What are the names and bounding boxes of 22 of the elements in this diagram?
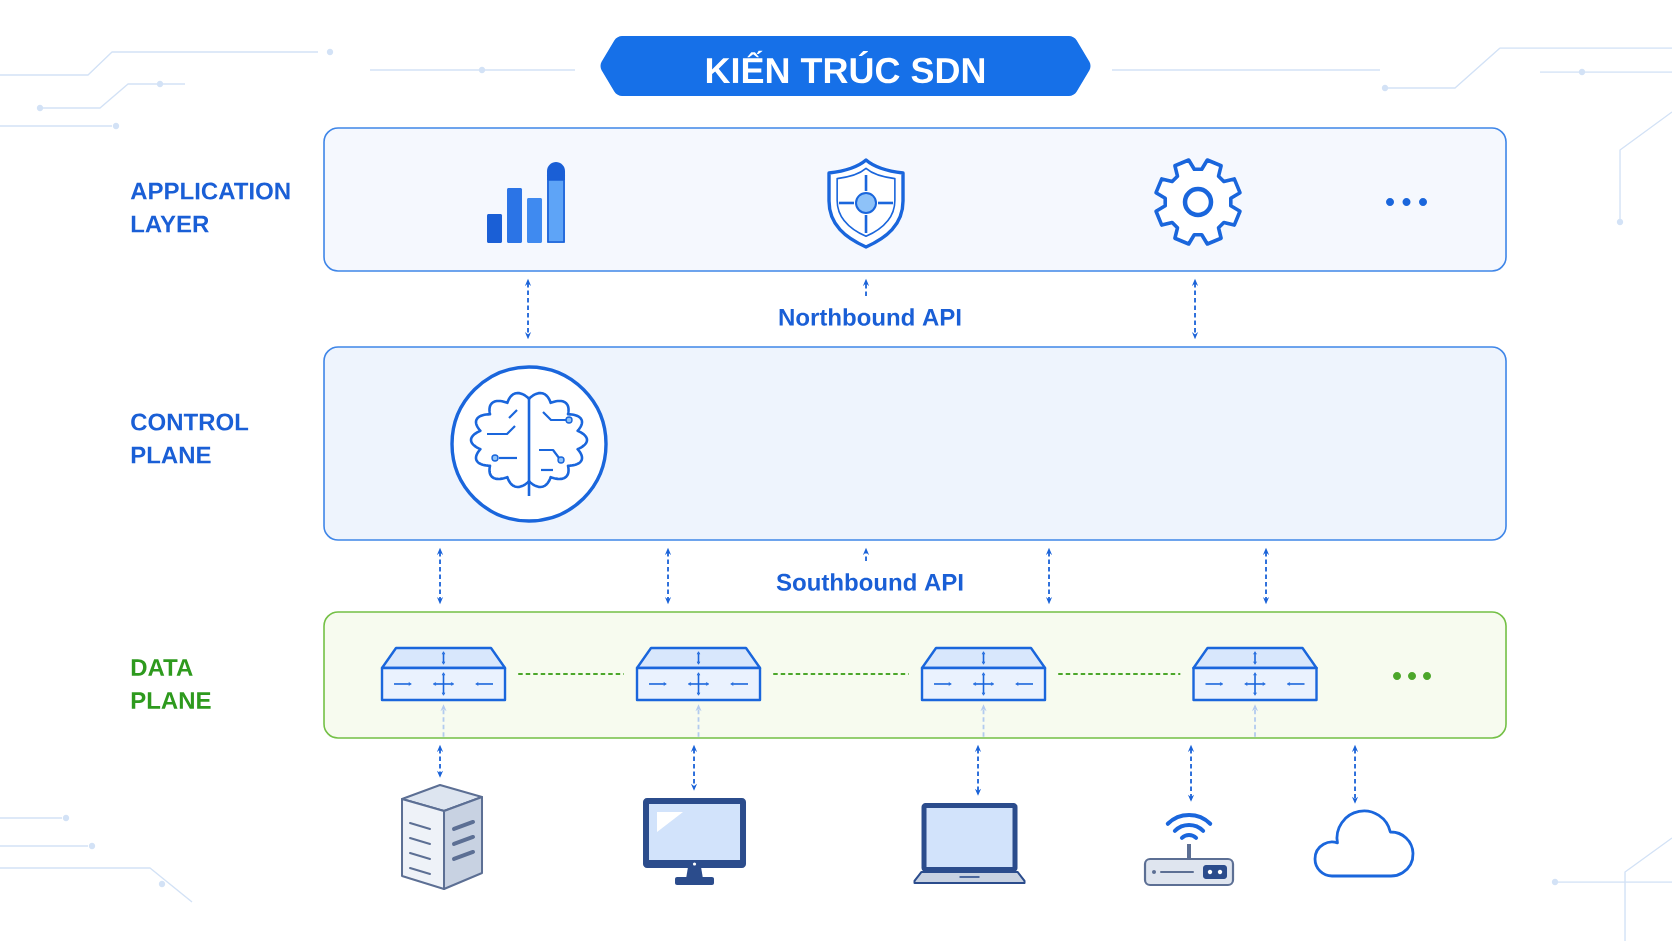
network-switch-icon <box>380 646 507 702</box>
network-switch-icon <box>1192 646 1318 702</box>
network-switch-icon <box>920 646 1047 702</box>
dashed-line <box>517 673 625 675</box>
wifi-router-icon <box>1143 813 1235 887</box>
brain-icon <box>450 365 608 523</box>
bar-chart-icon <box>487 162 565 243</box>
dashed-line <box>1057 673 1182 675</box>
api-label: Northbound API <box>779 308 961 326</box>
gear-icon <box>1154 158 1242 246</box>
network-switch-icon <box>635 646 762 702</box>
cloud-icon <box>1313 809 1415 878</box>
dashed-line <box>772 673 910 675</box>
api-label: Southbound API <box>776 573 963 591</box>
laptop-icon <box>913 803 1026 884</box>
monitor-icon <box>643 798 746 885</box>
server-icon <box>401 784 483 890</box>
shield-icon <box>827 158 905 249</box>
title-banner: KIẾN TRÚC SDN <box>600 36 1091 96</box>
layer-heading: APPLICATION LAYER <box>130 182 290 233</box>
layer-heading: CONTROL PLANE <box>131 413 249 464</box>
layer-heading: DATA PLANE <box>131 659 211 709</box>
